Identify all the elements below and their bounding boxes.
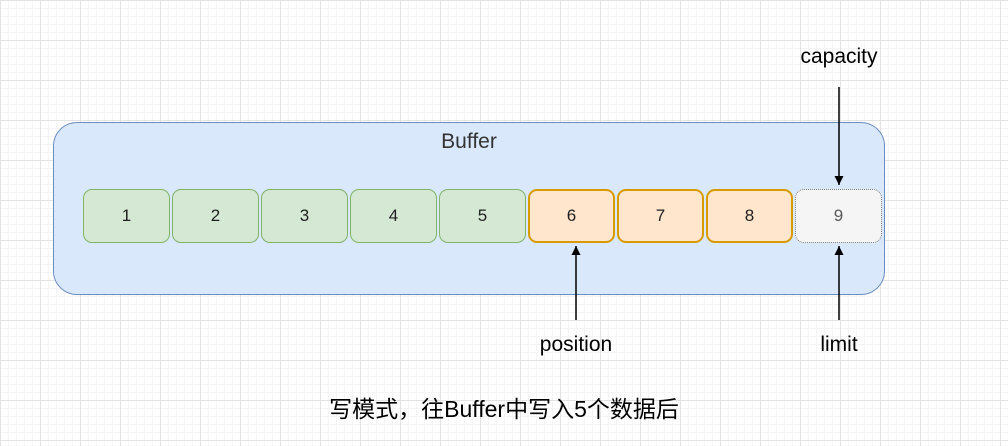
diagram-caption: 写模式，往Buffer中写入5个数据后 — [329, 396, 679, 422]
buffer-title: Buffer — [441, 130, 497, 153]
limit-label: limit — [820, 333, 858, 356]
buffer-cell-6: 6 — [528, 189, 615, 243]
capacity-label: capacity — [800, 45, 878, 68]
position-label: position — [539, 333, 613, 356]
buffer-cell-5: 5 — [439, 189, 526, 243]
buffer-cell-1: 1 — [83, 189, 170, 243]
buffer-cell-4: 4 — [350, 189, 437, 243]
buffer-cell-7: 7 — [617, 189, 704, 243]
buffer-cell-9: 9 — [795, 189, 882, 243]
buffer-cell-8: 8 — [706, 189, 793, 243]
buffer-cell-3: 3 — [261, 189, 348, 243]
buffer-cell-2: 2 — [172, 189, 259, 243]
